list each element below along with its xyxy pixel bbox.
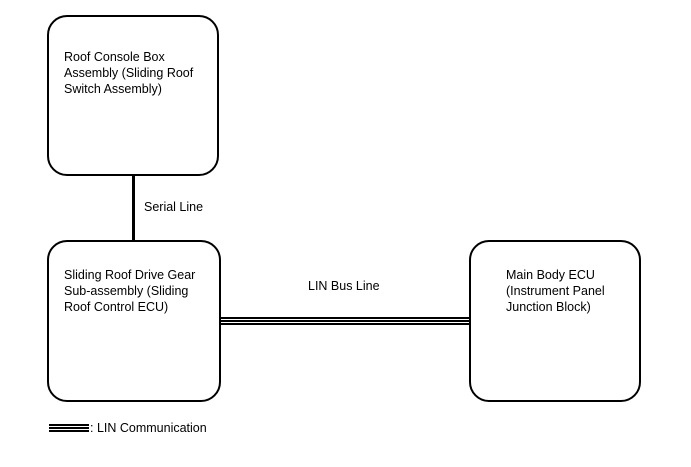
main-body-ecu-box-line-3: Junction Block)	[506, 300, 591, 314]
legend-lin-symbol	[49, 424, 89, 432]
main-body-ecu-box-line-2: (Instrument Panel	[506, 284, 605, 298]
main-body-ecu-box: Main Body ECU (Instrument Panel Junction…	[469, 240, 641, 402]
serial-line-label: Serial Line	[144, 200, 204, 214]
roof-console-box-line-2: Assembly (Sliding Roof	[64, 66, 194, 80]
drive-gear-box: Sliding Roof Drive Gear Sub-assembly (Sl…	[47, 240, 221, 402]
roof-console-box: Roof Console Box Assembly (Sliding Roof …	[47, 15, 219, 176]
serial-line	[132, 176, 135, 241]
drive-gear-box-line-3: Roof Control ECU)	[64, 300, 169, 314]
drive-gear-box-label: Sliding Roof Drive Gear Sub-assembly (Sl…	[64, 267, 195, 315]
roof-console-box-label: Roof Console Box Assembly (Sliding Roof …	[64, 49, 193, 97]
lin-bus-line-label: LIN Bus Line	[308, 279, 380, 293]
roof-console-box-line-1: Roof Console Box	[64, 50, 165, 64]
roof-console-box-line-3: Switch Assembly)	[64, 82, 162, 96]
main-body-ecu-box-label: Main Body ECU (Instrument Panel Junction…	[506, 267, 605, 315]
lin-bus-line	[221, 317, 469, 325]
drive-gear-box-line-1: Sliding Roof Drive Gear	[64, 268, 196, 282]
main-body-ecu-box-line-1: Main Body ECU	[506, 268, 595, 282]
drive-gear-box-line-2: Sub-assembly (Sliding	[64, 284, 189, 298]
legend-label: : LIN Communication	[90, 421, 207, 435]
